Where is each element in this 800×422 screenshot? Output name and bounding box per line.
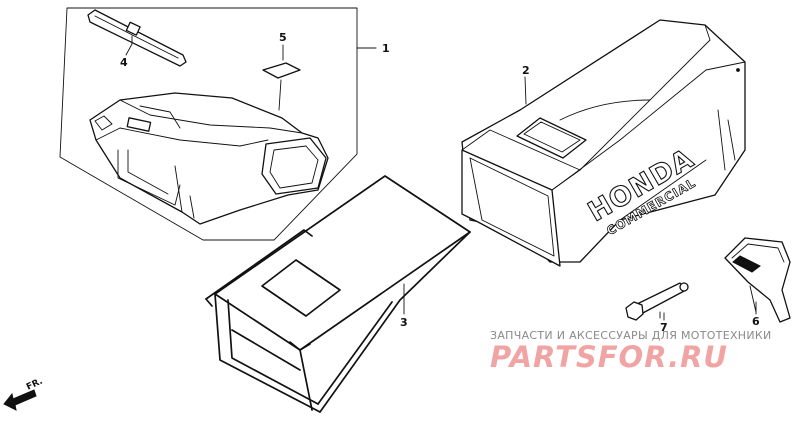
callout-4: 4 [120,56,128,69]
part-2-grass-bag [461,19,746,267]
callout-1: 1 [382,42,390,55]
watermark-caption: ЗАПЧАСТИ И АКСЕССУАРЫ ДЛЯ МОТОТЕХНИКИ [490,329,772,342]
callout-3: 3 [400,316,408,329]
part-7-pin [625,282,689,321]
part-1-chute [89,92,329,225]
assembly-bracket [59,7,377,241]
callout-5: 5 [279,31,287,44]
front-direction-arrow-icon: FR. [3,377,44,411]
part-4-rod [87,9,187,67]
part-6-scoop [724,237,791,323]
callout-7: 7 [660,321,668,334]
part-3-wire-frame [205,175,471,413]
direction-label: FR. [25,377,44,393]
watermark-site: PARTSFOR.RU [490,340,728,374]
leader-lines [403,76,757,321]
part-5-plate [262,44,301,111]
callout-2: 2 [522,64,530,77]
callout-6: 6 [752,315,760,328]
